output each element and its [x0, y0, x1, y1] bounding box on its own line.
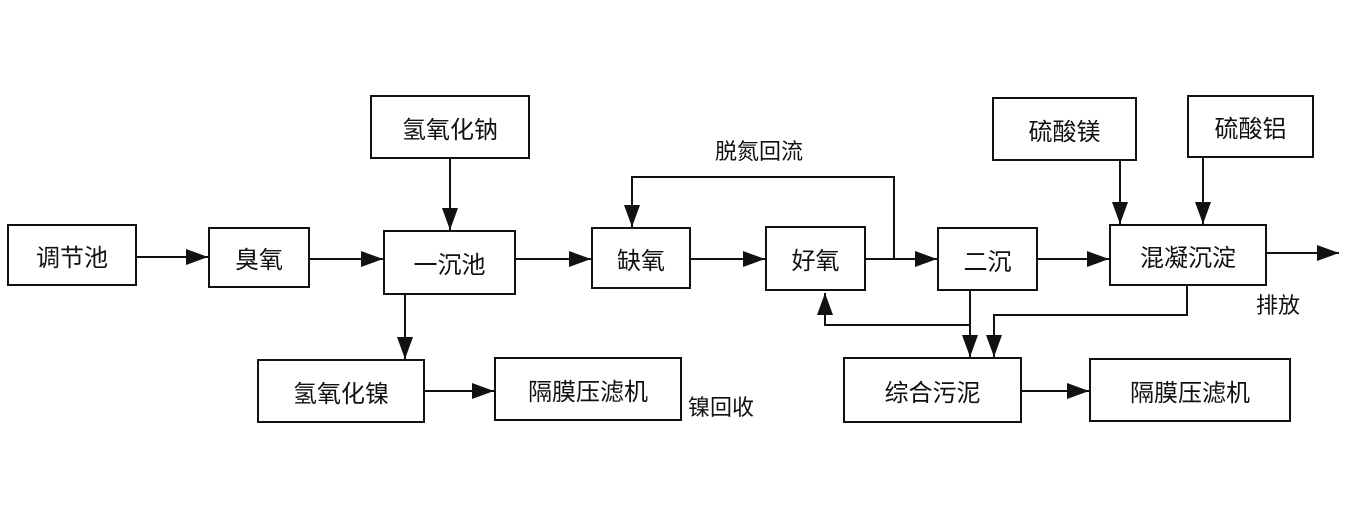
- arrow-sludge-return-aerobic: [817, 293, 970, 326]
- filter-press-box-1: 隔膜压滤机: [494, 357, 682, 421]
- ozone-box: 臭氧: [208, 227, 310, 288]
- nickel-hydroxide-box: 氢氧化镍: [257, 359, 425, 423]
- combined-sludge-box: 综合污泥: [843, 357, 1022, 423]
- arrow-denitrification-reflux: [624, 176, 895, 259]
- primary-clarifier-box: 一沉池: [383, 230, 516, 295]
- nickel-recovery-label: 镍回收: [688, 396, 755, 421]
- secondary-clarifier-box: 二沉: [937, 227, 1038, 291]
- coagulation-sedimentation-box: 混凝沉淀: [1109, 224, 1267, 286]
- equalization-tank-box: 调节池: [7, 224, 137, 286]
- denitrification-reflux-label: 脱氮回流: [715, 140, 804, 165]
- discharge-label: 排放: [1256, 294, 1301, 319]
- arrow-coag-to-sludge: [986, 286, 1188, 357]
- naoh-box: 氢氧化钠: [370, 95, 530, 159]
- mgso4-box: 硫酸镁: [992, 97, 1137, 161]
- aerobic-box: 好氧: [765, 226, 866, 291]
- al2so4-box: 硫酸铝: [1187, 95, 1314, 158]
- anoxic-box: 缺氧: [591, 227, 691, 289]
- filter-press-box-2: 隔膜压滤机: [1089, 358, 1291, 422]
